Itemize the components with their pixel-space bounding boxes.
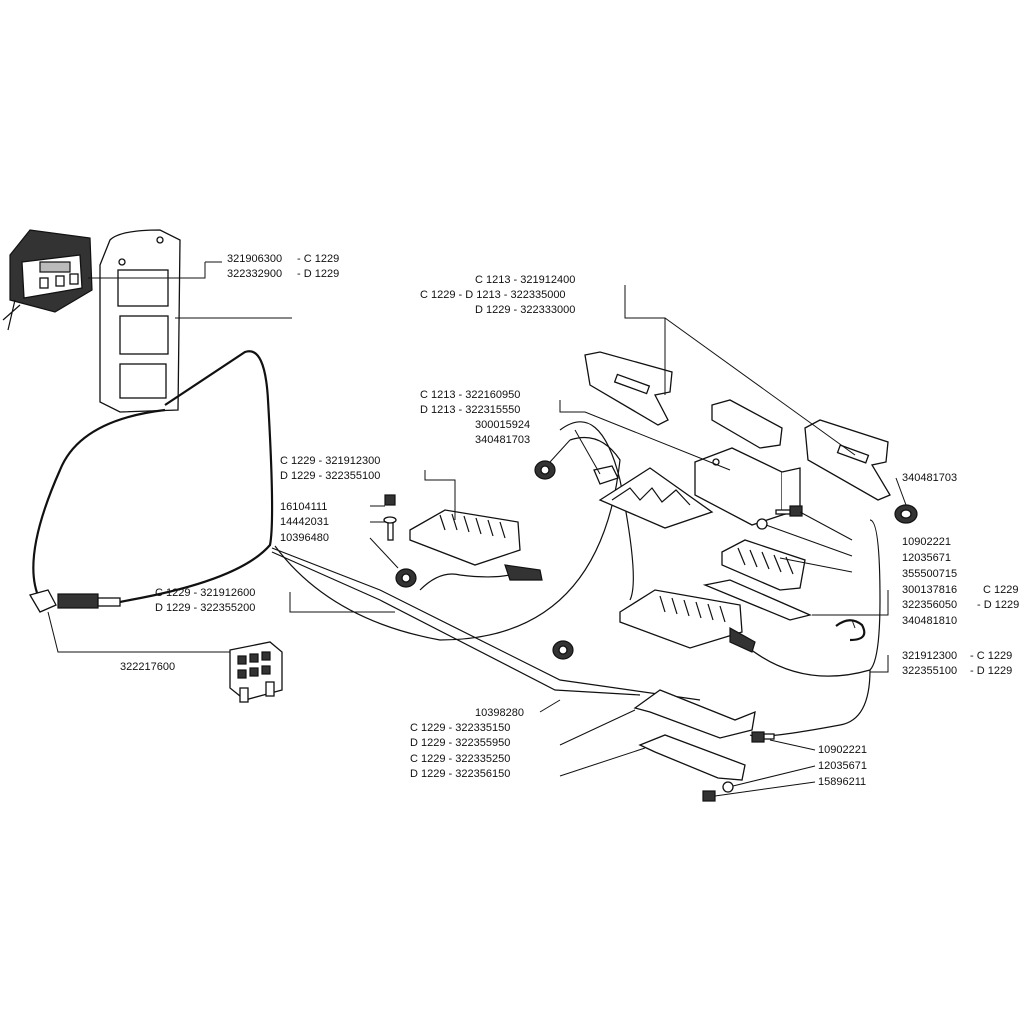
label-c1229-322335250: C 1229 - 322335250 bbox=[410, 753, 510, 765]
label-c1229-322335150: C 1229 - 322335150 bbox=[410, 722, 510, 734]
lower-bracket-upper bbox=[633, 689, 756, 739]
label-10396480: 10396480 bbox=[280, 532, 329, 544]
upper-bracket-right bbox=[804, 419, 891, 501]
wiring-harness bbox=[29, 350, 881, 737]
connector-block bbox=[229, 641, 283, 703]
lower-bracket-lower bbox=[638, 734, 746, 781]
label-d1229-b: - D 1229 bbox=[977, 599, 1019, 611]
lamp-assembly-upper bbox=[409, 509, 543, 581]
lens-strip-lower bbox=[702, 579, 813, 621]
label-15896211: 15896211 bbox=[818, 776, 866, 788]
label-c1229-321912300-a: C 1229 - 321912300 bbox=[280, 455, 380, 467]
label-355500715: 355500715 bbox=[902, 568, 957, 580]
label-14442031: 14442031 bbox=[280, 516, 329, 528]
label-d1229-322355950: D 1229 - 322355950 bbox=[410, 737, 510, 749]
fasteners-upper bbox=[756, 505, 803, 530]
label-322355100-b: 322355100 bbox=[902, 665, 957, 677]
label-c1213-322160950: C 1213 - 322160950 bbox=[420, 389, 520, 401]
label-321906300: 321906300 bbox=[227, 253, 282, 265]
label-16104111: 16104111 bbox=[280, 501, 327, 513]
label-c1229-a: - C 1229 bbox=[297, 253, 339, 265]
small-grommet bbox=[534, 460, 556, 480]
label-10902221-b: 10902221 bbox=[818, 744, 867, 756]
label-c1213-321912400: C 1213 - 321912400 bbox=[475, 274, 575, 286]
label-d1213-322315550: D 1213 - 322315550 bbox=[420, 404, 520, 416]
light-bulb-socket bbox=[593, 465, 619, 485]
label-d1229-322333000: D 1229 - 322333000 bbox=[475, 304, 575, 316]
label-300137816: 300137816 bbox=[902, 584, 957, 596]
grommet-right bbox=[894, 504, 918, 524]
lamp-holder-rail bbox=[598, 467, 714, 529]
label-12035671-b: 12035671 bbox=[818, 760, 867, 772]
clamp-ring bbox=[835, 619, 866, 642]
part-labels: 321906300 - C 1229 322332900 - D 1229 C … bbox=[120, 253, 1019, 788]
lens-strip-upper bbox=[721, 539, 806, 591]
label-c1229-321912600: C 1229 - 321912600 bbox=[155, 587, 255, 599]
label-300015924: 300015924 bbox=[475, 419, 530, 431]
fasteners-mid bbox=[383, 494, 417, 588]
label-340481810: 340481810 bbox=[902, 615, 957, 627]
label-d1229-c: - D 1229 bbox=[970, 665, 1012, 677]
lamp-assembly-lower bbox=[619, 589, 756, 653]
label-340481703-a: 340481703 bbox=[475, 434, 530, 446]
upper-bracket-left bbox=[584, 351, 673, 426]
label-d1229-322355100-a: D 1229 - 322355100 bbox=[280, 470, 380, 482]
label-d1229-a: - D 1229 bbox=[297, 268, 339, 280]
leader-lines bbox=[47, 261, 907, 797]
label-322332900: 322332900 bbox=[227, 268, 282, 280]
dashboard-display-unit bbox=[2, 229, 93, 331]
label-322356050: 322356050 bbox=[902, 599, 957, 611]
label-c1229-d1213-322335000: C 1229 - D 1213 - 322335000 bbox=[420, 289, 566, 301]
rear-light-housing bbox=[99, 229, 181, 413]
label-c1229-b: C 1229 bbox=[983, 584, 1018, 596]
label-10902221-a: 10902221 bbox=[902, 536, 951, 548]
label-340481703-b: 340481703 bbox=[902, 472, 957, 484]
label-12035671-a: 12035671 bbox=[902, 552, 951, 564]
label-10398280: 10398280 bbox=[475, 707, 524, 719]
label-d1229-322356150: D 1229 - 322356150 bbox=[410, 768, 510, 780]
label-c1229-c: - C 1229 bbox=[970, 650, 1012, 662]
label-d1229-322355200: D 1229 - 322355200 bbox=[155, 602, 255, 614]
grommet-lower bbox=[552, 640, 574, 660]
upper-plate bbox=[711, 399, 783, 449]
label-322217600: 322217600 bbox=[120, 661, 175, 673]
label-321912300-b: 321912300 bbox=[902, 650, 957, 662]
